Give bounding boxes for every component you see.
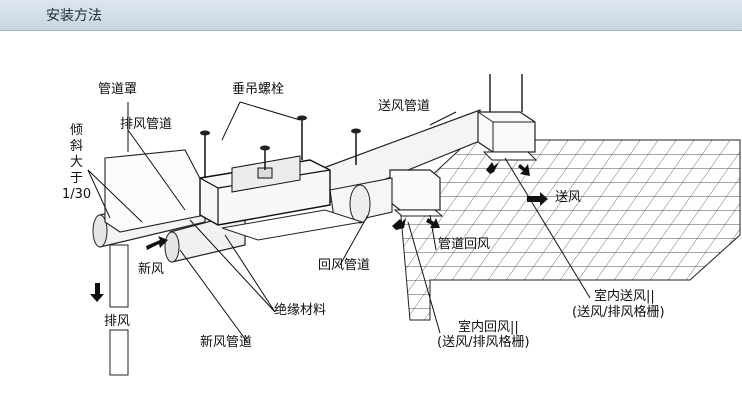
supply-grille-box <box>477 74 538 161</box>
label-tilt-ratio: 1/30 <box>62 187 91 202</box>
return-grille-box <box>389 169 444 217</box>
fresh-air-arrow-icon <box>146 236 168 250</box>
supply-out-arrow-left-icon <box>486 162 499 174</box>
return-in-arrow-right-icon <box>426 218 440 228</box>
label-exhaust-air: 排风 <box>104 314 130 329</box>
ceiling-grid <box>399 139 741 321</box>
label-return-duct: 回风管道 <box>318 258 370 273</box>
label-duct-cover: 管道罩 <box>98 82 137 97</box>
hanger-bolts <box>200 115 361 178</box>
exhaust-outlet-pipe <box>109 244 129 376</box>
label-indoor-supply-sub: (送风/排风格栅) <box>572 304 665 320</box>
label-exhaust-duct: 排风管道 <box>120 117 172 132</box>
return-in-arrow-left-icon <box>392 218 406 230</box>
label-indoor-return: 室内回风|| <box>458 319 519 335</box>
section-header: 安装方法 <box>0 0 742 31</box>
section-title: 安装方法 <box>46 8 102 24</box>
label-insulation: 绝缘材料 <box>274 302 326 318</box>
airflow-arrows <box>90 162 548 302</box>
label-tilt-3: 大 <box>70 155 83 170</box>
label-supply-air: 送风 <box>555 190 581 205</box>
label-fresh-air: 新风 <box>138 261 164 277</box>
leader-lines <box>87 101 591 344</box>
label-hanger-bolt: 垂吊螺栓 <box>232 82 284 97</box>
label-tilt-4: 于 <box>70 171 83 186</box>
diagram-labels: 管道罩 排风管道 倾 斜 大 于 1/30 垂吊螺栓 送风管道 送风 管道回风 … <box>62 82 665 350</box>
label-indoor-supply: 室内送风|| <box>594 288 655 304</box>
exhaust-down-arrow-icon <box>90 283 104 302</box>
supply-right-arrow-icon <box>527 192 548 206</box>
label-return-air-right: 管道回风 <box>438 237 490 252</box>
return-duct <box>329 177 393 226</box>
installation-diagram: 管道罩 排风管道 倾 斜 大 于 1/30 垂吊螺栓 送风管道 送风 管道回风 … <box>62 74 741 376</box>
label-fresh-air-duct: 新风管道 <box>200 334 252 350</box>
label-supply-duct: 送风管道 <box>378 99 430 114</box>
label-tilt-1: 倾 <box>70 123 83 138</box>
supply-out-arrow-right-icon <box>518 164 530 176</box>
label-indoor-return-sub: (送风/排风格栅) <box>437 334 530 350</box>
label-tilt-2: 斜 <box>70 139 83 154</box>
ventilation-unit <box>199 155 363 241</box>
